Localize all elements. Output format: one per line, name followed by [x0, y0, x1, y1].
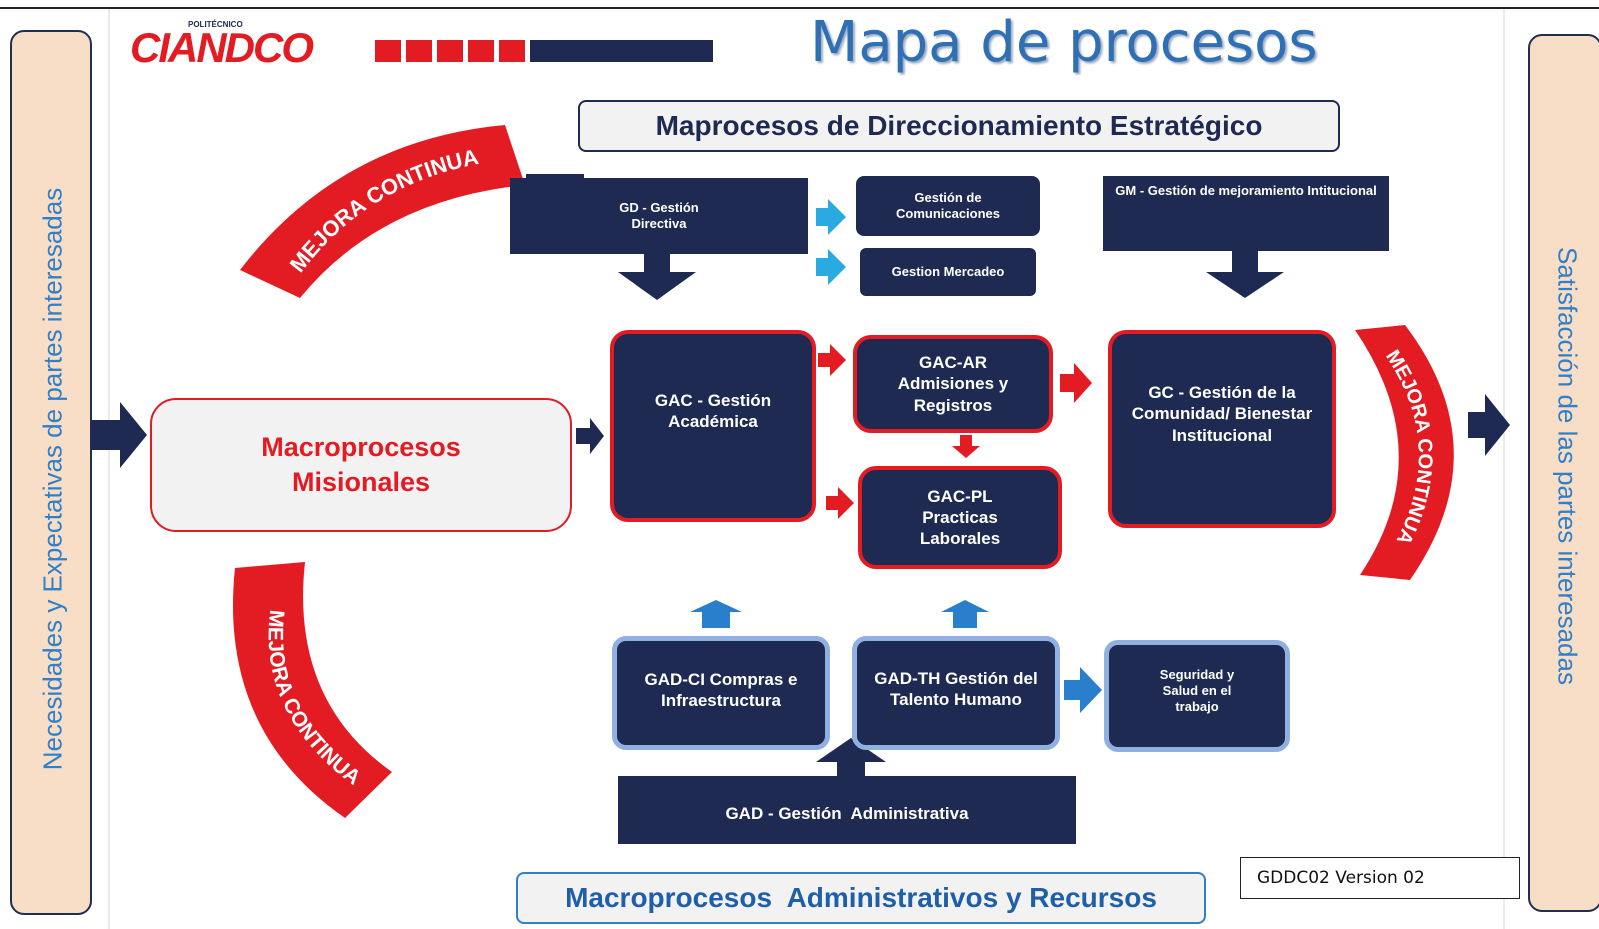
comunicaciones-box: Gestión de Comunicaciones — [856, 176, 1040, 236]
gad-gestion-administrativa-box: GAD - Gestión Administrativa — [618, 776, 1076, 844]
logo-bar-1 — [375, 40, 401, 62]
red-arrow-gac-ar — [818, 344, 846, 376]
output-arrow — [1468, 394, 1510, 456]
gad-ci-text: GAD-CI Compras e Infraestructura — [644, 669, 798, 710]
red-arrow-gac-pl — [826, 487, 854, 519]
comunicaciones-text: Gestión de Comunicaciones — [895, 189, 1001, 221]
gac-ar-text: GAC-AR Admisiones y Registros — [897, 353, 1009, 415]
right-panel: Satisfacción de las partes interesadas — [1528, 34, 1599, 912]
logo: POLITÉCNICO CIANDCO — [130, 18, 730, 71]
red-arrow-ar-to-gc — [1060, 363, 1092, 403]
gac-ar-box: GAC-AR Admisiones y Registros — [853, 335, 1053, 433]
gc-gestion-comunidad-box: GC - Gestión de la Comunidad/ Bienestar … — [1108, 330, 1336, 528]
gad-th-text: GAD-TH Gestión del Talento Humano — [874, 668, 1038, 709]
gm-gestion-mejoramiento-box: GM - Gestión de mejoramiento Intituciona… — [1103, 176, 1389, 251]
cyan-arrow-mercadeo — [816, 249, 846, 285]
macroprocesos-misionales: Macroprocesos Misionales — [150, 398, 572, 532]
logo-bar-4 — [468, 40, 494, 62]
gd-gestion-directiva-box: GD - Gestión Directiva — [510, 178, 808, 254]
seguridad-box: Seguridad y Salud en el trabajo — [1104, 640, 1290, 752]
gd-down-arrow — [618, 250, 696, 300]
macroprocesos-misionales-text: Macroprocesos Misionales — [261, 431, 461, 497]
gad-ci-box: GAD-CI Compras e Infraestructura — [612, 636, 830, 750]
gd-tab — [526, 174, 584, 180]
gm-gestion-mejoramiento-text: GM - Gestión de mejoramiento Intituciona… — [1115, 183, 1377, 198]
mejora-arc-right — [1355, 325, 1454, 580]
gad-up-arrow — [816, 738, 886, 776]
gac-pl-box: GAC-PL Practicas Laborales — [858, 466, 1062, 569]
macroprocesos-administrativos: Macroprocesos Administrativos y Recursos — [516, 872, 1206, 924]
gad-gestion-administrativa-text: GAD - Gestión Administrativa — [725, 804, 969, 824]
mercadeo-box: Gestion Mercadeo — [860, 248, 1036, 296]
gd-gestion-directiva-text: GD - Gestión Directiva — [619, 199, 699, 231]
version-text: GDDC02 Version 02 — [1257, 868, 1425, 888]
gac-pl-text: GAC-PL Practicas Laborales — [919, 486, 1001, 549]
strategic-header: Maprocesos de Direccionamiento Estratégi… — [578, 100, 1340, 152]
blue-arrow-up-ci — [690, 600, 742, 628]
logo-bar-2 — [406, 40, 432, 62]
gc-gestion-comunidad-text: GC - Gestión de la Comunidad/ Bienestar … — [1131, 383, 1313, 445]
red-arrow-ar-to-pl — [952, 435, 980, 458]
right-divider — [1503, 9, 1505, 929]
left-panel: Necesidades y Expectativas de partes int… — [10, 30, 92, 915]
macroprocesos-administrativos-text: Macroprocesos Administrativos y Recursos — [565, 882, 1157, 913]
logo-bar-3 — [437, 40, 463, 62]
top-border-line — [0, 7, 1599, 9]
mejora-arc-bottom — [232, 562, 392, 818]
logo-bar-navy — [530, 40, 713, 62]
logo-superscript: POLITÉCNICO — [188, 20, 243, 29]
logo-bar-5 — [499, 40, 525, 62]
gac-gestion-academica-text: GAC - Gestión Académica — [654, 390, 772, 431]
logo-text: CIANDCO — [130, 24, 314, 71]
left-divider — [108, 9, 110, 929]
blue-arrow-up-th — [941, 600, 989, 628]
gm-down-arrow — [1206, 250, 1284, 298]
version-box: GDDC02 Version 02 — [1240, 857, 1520, 899]
input-arrow — [92, 402, 147, 468]
mejora-arc-top — [240, 125, 525, 298]
page-title: Mapa de procesos — [810, 10, 1318, 75]
mercadeo-text: Gestion Mercadeo — [891, 263, 1005, 279]
strategic-header-text: Maprocesos de Direccionamiento Estratégi… — [655, 110, 1263, 141]
gac-gestion-academica-box: GAC - Gestión Académica — [610, 330, 816, 522]
blue-arrow-seguridad — [1064, 667, 1102, 713]
cyan-arrow-comunicaciones — [816, 199, 846, 235]
seguridad-text: Seguridad y Salud en el trabajo — [1159, 666, 1235, 715]
gad-th-box: GAD-TH Gestión del Talento Humano — [852, 636, 1060, 750]
misional-to-gac-arrow — [576, 418, 604, 454]
